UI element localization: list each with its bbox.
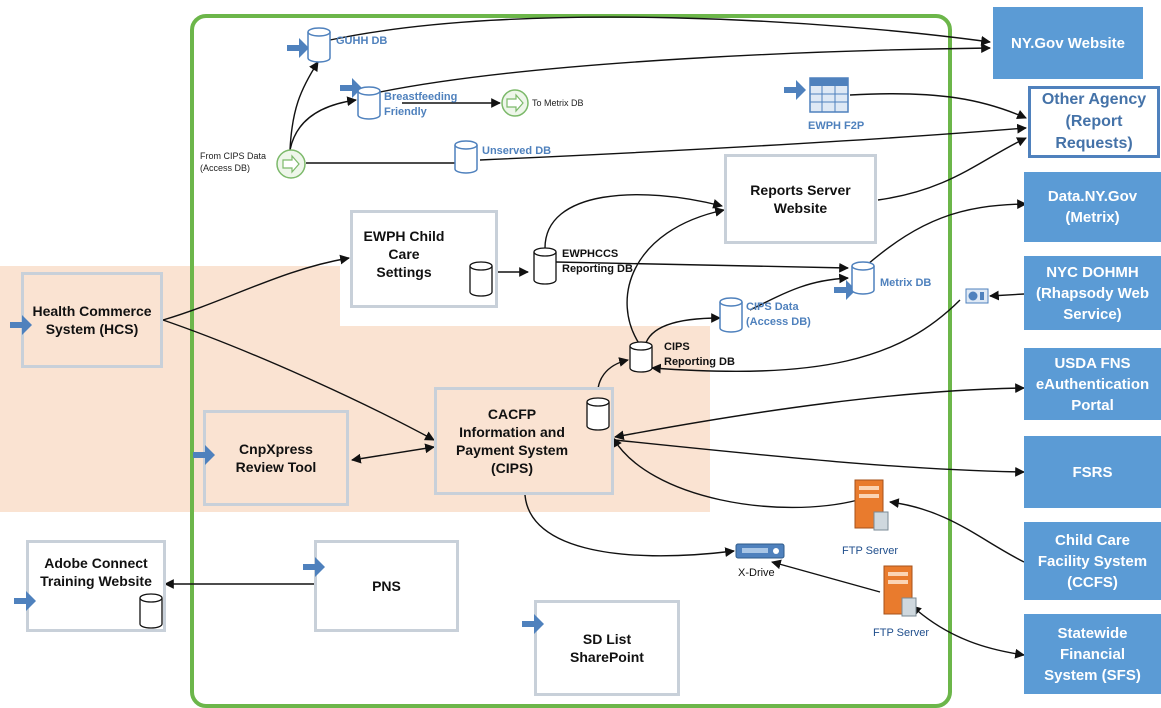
database-icon bbox=[851, 261, 875, 295]
ftp-server-label-2: FTP Server bbox=[873, 627, 930, 639]
edge-guhh-nygov bbox=[329, 16, 991, 46]
nyc-dohmh-box: NYC DOHMH (Rhapsody Web Service) bbox=[1024, 256, 1161, 330]
ewph-f2p-label: EWPH F2P bbox=[808, 120, 865, 132]
edge-hcs-cips bbox=[162, 319, 435, 441]
report-grid-icon bbox=[809, 77, 849, 113]
edge-ftp2-sfs bbox=[911, 605, 1025, 659]
database-icon bbox=[629, 341, 653, 373]
database-icon bbox=[307, 27, 331, 63]
cips-box: CACFP Information and Payment System (CI… bbox=[434, 387, 614, 495]
ftp-server-icon bbox=[854, 479, 889, 531]
breastfeeding-label: Breastfeeding Friendly bbox=[384, 91, 458, 118]
ftp-server-icon bbox=[883, 565, 917, 617]
edge-cips-guhh bbox=[289, 61, 319, 151]
ny-gov-website: NY.Gov Website bbox=[993, 7, 1143, 79]
system-boundary bbox=[190, 14, 952, 708]
entry-arrow-icon bbox=[784, 80, 806, 100]
data-ny-gov-box: Data.NY.Gov (Metrix) bbox=[1024, 172, 1161, 242]
entry-arrow-icon bbox=[193, 445, 215, 465]
edge-cips-breastfeeding bbox=[289, 96, 357, 151]
to-metrix-label: To Metrix DB bbox=[532, 98, 584, 108]
edge-cipsrep-reports bbox=[626, 207, 725, 346]
cips-reporting-label: CIPS Reporting DB bbox=[664, 341, 735, 368]
fsrs-box: FSRS bbox=[1024, 436, 1161, 508]
entry-arrow-icon bbox=[10, 315, 32, 335]
edge-breastfeeding-nygov bbox=[379, 43, 991, 93]
entry-arrow-icon bbox=[14, 591, 36, 611]
ewphccs-db-label: EWPHCCS Reporting DB bbox=[562, 248, 633, 275]
globe-service-icon bbox=[965, 288, 989, 304]
drive-icon bbox=[735, 543, 785, 559]
edge-ewphccs-metrix bbox=[555, 261, 849, 273]
database-icon bbox=[139, 593, 163, 629]
entry-arrow-icon bbox=[340, 78, 362, 98]
edge-service-cipsrep bbox=[651, 299, 961, 374]
connector-arrow-icon bbox=[501, 89, 529, 117]
edge-cipsdata-metrix bbox=[749, 273, 849, 311]
edge-unserved-otheragency bbox=[479, 123, 1027, 161]
database-icon bbox=[357, 86, 381, 120]
other-agency-box: Other Agency (Report Requests) bbox=[1028, 86, 1160, 158]
database-icon bbox=[469, 261, 493, 297]
edge-ftp2-xdrive bbox=[771, 559, 881, 593]
entry-arrow-icon bbox=[834, 280, 856, 300]
database-icon bbox=[586, 397, 610, 431]
edge-f2p-otheragency bbox=[849, 93, 1027, 119]
guhh-db-label: GUHH DB bbox=[336, 35, 388, 47]
database-icon bbox=[454, 140, 478, 174]
sfs-box: Statewide Financial System (SFS) bbox=[1024, 614, 1161, 694]
ccfs-box: Child Care Facility System (CCFS) bbox=[1024, 522, 1161, 600]
entry-arrows bbox=[10, 38, 856, 634]
edge-ccfs-ftp1 bbox=[889, 498, 1025, 563]
pns-box: PNS bbox=[314, 540, 459, 632]
cnpxpress-box: CnpXpress Review Tool bbox=[203, 410, 349, 506]
metrix-db-label: Metrix DB bbox=[880, 277, 932, 289]
hcs-box: Health Commerce System (HCS) bbox=[21, 272, 163, 368]
entry-arrow-icon bbox=[287, 38, 309, 58]
edge-cips-xdrive bbox=[519, 485, 735, 557]
sd-list-box: SD List SharePoint bbox=[534, 600, 680, 696]
x-drive-label: X-Drive bbox=[738, 567, 775, 579]
connector-arrow-icon bbox=[276, 149, 306, 179]
edge-cips-usda bbox=[614, 383, 1025, 441]
edge-hcs-ewph bbox=[162, 254, 350, 321]
database-icon bbox=[719, 297, 743, 333]
entry-arrow-icon bbox=[303, 557, 325, 577]
edge-ewphccs-reports bbox=[544, 194, 723, 249]
edge-cipsrep-cipsdata bbox=[644, 313, 721, 347]
entry-arrow-icon bbox=[522, 614, 544, 634]
cips-data-label: CIPS Data (Access DB) bbox=[746, 301, 811, 328]
edge-cnp-cips bbox=[351, 443, 435, 464]
unserved-db-label: Unserved DB bbox=[482, 145, 552, 157]
edge-reports-otheragency bbox=[877, 137, 1027, 201]
edge-cips-fsrs bbox=[614, 439, 1025, 477]
from-cips-label: From CIPS Data (Access DB) bbox=[200, 151, 267, 173]
usda-fns-box: USDA FNS eAuthentication Portal bbox=[1024, 348, 1161, 420]
ftp-server-label-1: FTP Server bbox=[842, 545, 899, 557]
database-icon bbox=[533, 247, 557, 285]
edge-dohmh-service bbox=[989, 290, 1025, 301]
reports-server-box: Reports Server Website bbox=[724, 154, 877, 244]
edge-metrix-datanygov bbox=[867, 199, 1027, 265]
